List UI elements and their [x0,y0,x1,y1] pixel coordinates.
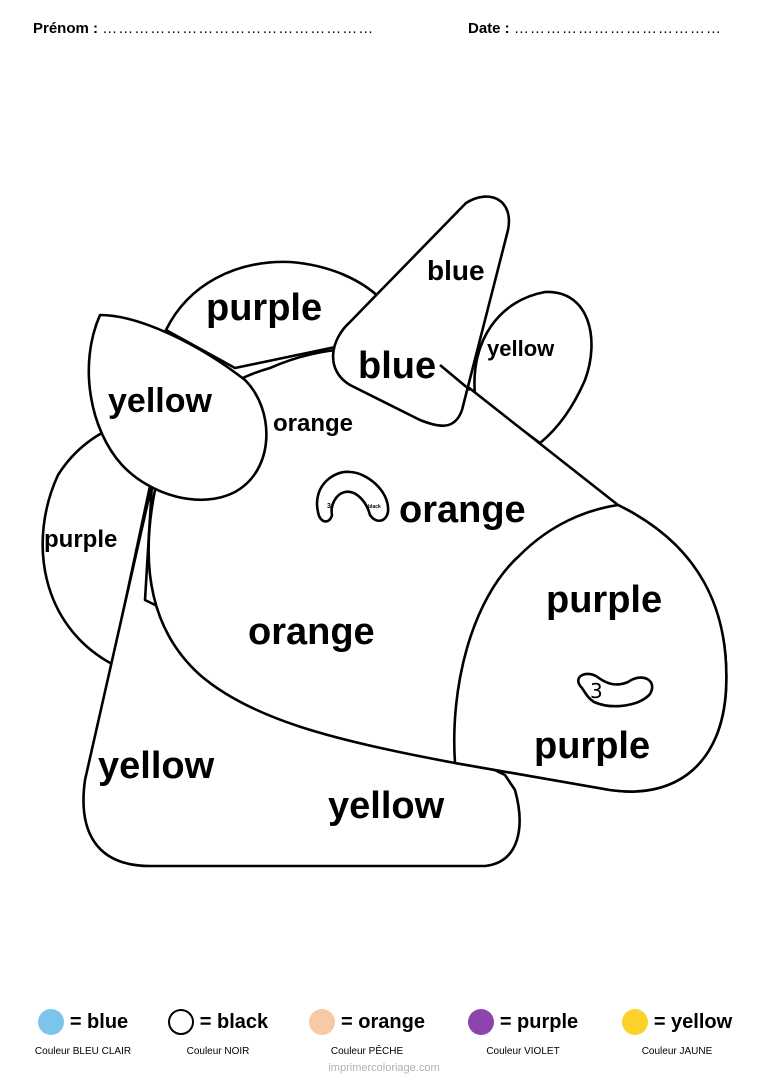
legend-label-yellow: = yellow [653,1010,733,1033]
region-ear-right [473,290,593,445]
label-nostril-number: 3 [590,679,603,703]
label-neck-right: yellow [328,785,445,827]
region-horn [331,195,511,427]
swatch-blue [37,1009,64,1035]
site-watermark: imprimercoloriage.com [328,1062,440,1074]
region-mane-left-ear [87,313,268,501]
label-face-upper: orange [399,489,526,531]
label-muzzle-upper: purple [546,579,662,621]
swatch-yellow [621,1009,648,1035]
label-eye-number: 3 [327,503,331,510]
legend-label-purple: = purple [499,1010,579,1033]
face-divider-line [439,364,471,391]
legend-caption-purple: Couleur VIOLET [486,1046,560,1057]
swatch-purple [467,1009,494,1035]
label-mane-left-ear: yellow [108,382,212,420]
legend-caption-yellow: Couleur JAUNE [641,1046,713,1057]
legend-label-black: = black [199,1010,269,1033]
legend-item-black: = black Couleur NOIR [143,1006,293,1057]
swatch-black [167,1009,194,1035]
legend-caption-black: Couleur NOIR [186,1046,250,1057]
label-neck-left: yellow [98,745,215,787]
legend-item-yellow: = yellow Couleur JAUNE [602,1006,752,1057]
eye-shape [315,470,390,523]
label-eye-color: black [368,504,381,510]
region-mane-top [164,260,384,370]
date-blank: ………………………………… [513,20,722,37]
label-mane-top: purple [206,287,322,329]
label-mane-left: purple [44,526,117,553]
first-name-blank: …………………………………………… [102,20,375,37]
legend-caption-orange: Couleur PÊCHE [330,1046,404,1057]
label-horn-top: blue [427,255,485,286]
color-legend: = blue Couleur BLEU CLAIR = black Couleu… [0,1006,768,1066]
label-ear-right: yellow [487,336,555,361]
region-muzzle [453,503,728,793]
legend-label-orange: = orange [341,1010,425,1033]
first-name-field: Prénom : …………………………………………… [33,20,374,37]
legend-item-blue: = blue Couleur BLEU CLAIR [8,1006,158,1057]
label-face-lower: orange [248,611,375,653]
date-label: Date : [468,20,510,37]
nostril-shape [577,672,654,708]
region-neck [82,482,521,868]
legend-caption-blue: Couleur BLEU CLAIR [34,1046,132,1057]
legend-label-blue: = blue [69,1010,129,1033]
legend-item-orange: = orange Couleur PÊCHE [292,1006,442,1057]
swatch-orange [309,1009,336,1035]
first-name-label: Prénom : [33,20,99,37]
label-forehead: orange [273,410,353,437]
legend-item-purple: = purple Couleur VIOLET [448,1006,598,1057]
date-field: Date : ………………………………… [468,20,722,37]
label-horn-bottom: blue [358,345,436,387]
label-muzzle-lower: purple [534,725,650,767]
